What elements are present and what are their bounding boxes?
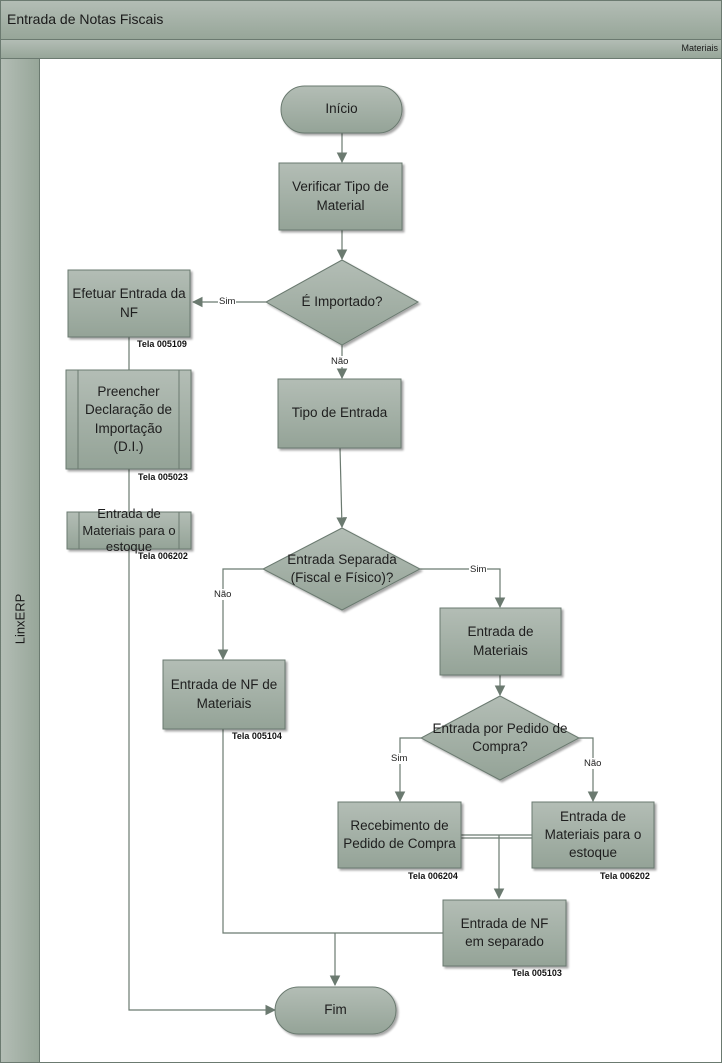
node-preencher-di [65,369,192,470]
node-inicio [280,85,403,134]
node-verificar-tipo [278,162,403,231]
edge-pedido-nao [579,737,599,803]
node-tipo-entrada [277,378,402,449]
screen-code: Tela 006204 [408,871,458,881]
edge-separada-sim [420,568,506,609]
screen-code: Tela 005104 [232,731,282,741]
node-entrada-nf-separado [442,899,567,967]
phase-label: Materiais [681,43,718,53]
node-entrada-materiais [439,607,562,676]
swimlane-header: LinxERP [1,59,40,1062]
edge-tipo-separada [336,447,348,529]
edge-separada-nao [217,568,263,661]
edge-label-nao: Não [330,356,350,367]
node-entrada-nf-materiais [162,659,286,730]
phase-bar: Materiais [1,40,721,59]
edge-recebimento-nfsep [461,834,532,898]
edge-pedido-sim [394,737,421,803]
node-entrada-pedido-compra [419,695,581,781]
node-recebimento-pedido [337,801,462,869]
edge-nfmateriais-fim [222,729,443,985]
node-entrada-separada [261,527,422,611]
pool-title-bar: Entrada de Notas Fiscais [1,1,721,40]
edge-label-sim: Sim [469,564,488,575]
node-entrada-materiais-estoque-1 [66,511,192,550]
edge-estoque1-fim [128,549,277,1016]
node-entrada-materiais-estoque-2 [531,801,655,869]
screen-code: Tela 006202 [138,551,188,561]
node-efetuar-entrada-nf [67,269,191,338]
screen-code: Tela 005103 [512,968,562,978]
edge-label-nao: Não [213,589,233,600]
diagram-title: Entrada de Notas Fiscais [7,11,164,27]
edge-label-nao: Não [583,758,603,769]
screen-code: Tela 006202 [600,871,650,881]
screen-code: Tela 005023 [138,472,188,482]
node-e-importado [264,259,420,346]
edge-label-sim: Sim [218,296,237,307]
edge-label-sim: Sim [390,753,409,764]
node-fim [274,986,397,1035]
screen-code: Tela 005109 [137,339,187,349]
